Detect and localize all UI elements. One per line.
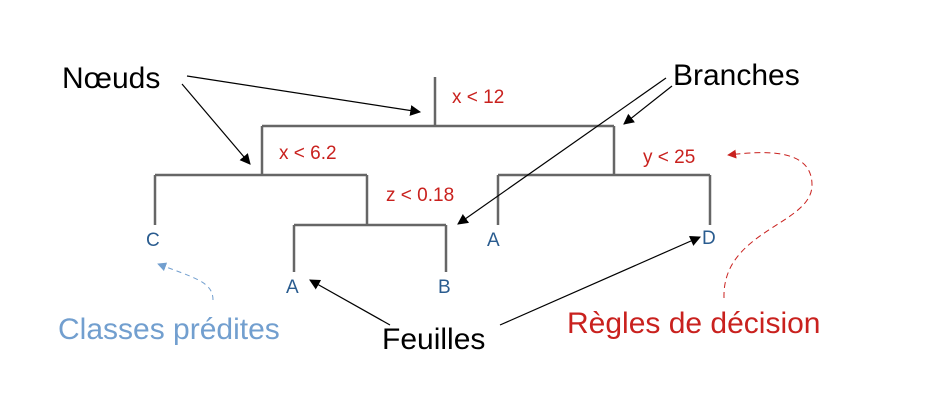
label-classes-predites: Classes prédites [58,313,280,346]
arrow-feuilles-d [499,235,701,326]
arrow-classes-dashed [157,262,214,301]
rule-root: x < 12 [452,87,504,108]
arrow-noeuds-root [186,75,422,116]
arrow-regles-dashed [723,149,813,299]
leaf-a-right: A [487,230,500,251]
rule-left: x < 6.2 [279,143,337,164]
leaf-d: D [702,228,716,249]
label-noeuds: Nœuds [62,62,160,95]
pointer-arrows [181,75,701,326]
arrow-branches-right [623,85,673,125]
leaf-b: B [438,277,451,298]
tree-structure [153,77,712,272]
leaf-a-left: A [286,277,299,298]
rule-mid: z < 0.18 [386,185,454,206]
label-regles: Règles de décision [567,307,821,340]
arrow-branches-mid [457,77,667,225]
arrow-feuilles-a [309,279,391,326]
rule-right: y < 25 [643,147,695,168]
leaf-c: C [146,230,160,251]
arrow-noeuds-left [181,83,251,165]
label-branches: Branches [673,59,800,92]
label-feuilles: Feuilles [382,323,485,356]
